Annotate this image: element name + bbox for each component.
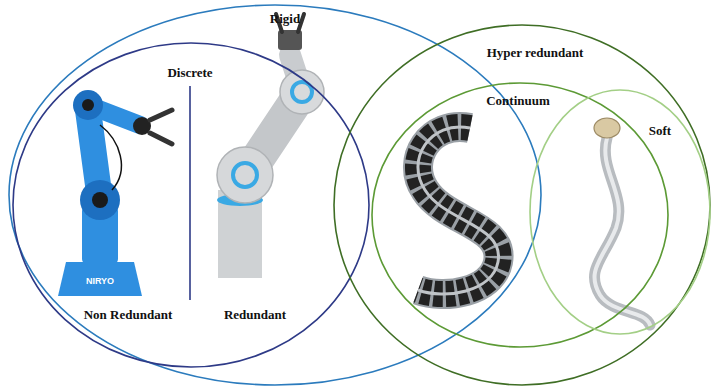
continuum-backbone	[418, 127, 499, 294]
gripper-finger	[298, 14, 304, 32]
niryo-robot	[58, 90, 172, 296]
region-label: Continuum	[486, 93, 550, 108]
soft-robot	[594, 118, 650, 325]
set-region: Hyper redundantContinuumSoft	[331, 22, 713, 387]
gripper-finger	[276, 14, 282, 32]
continuum-rod	[418, 127, 499, 294]
soft-body	[594, 138, 650, 325]
region-outline-canvas	[331, 22, 713, 387]
continuum-robot	[418, 127, 499, 294]
robot-base	[58, 262, 142, 296]
cobot-elbow	[280, 70, 324, 114]
robot-elbow	[73, 90, 103, 120]
region-outline-canvas	[527, 87, 713, 337]
region-label: Soft	[649, 123, 671, 138]
set-region: RigidDiscrete	[6, 2, 544, 387]
robot-cable	[100, 125, 121, 190]
region-outline	[334, 25, 710, 385]
region-outline-canvas	[369, 80, 671, 350]
continuum-segments	[418, 127, 499, 294]
set-region: ContinuumSoft	[369, 80, 671, 350]
region-outline	[9, 5, 541, 385]
cobot-shoulder	[217, 147, 273, 203]
robot-joint	[82, 99, 94, 111]
region-outline-canvas	[10, 40, 372, 370]
brand-label: NIRYO	[86, 276, 114, 287]
gripper-finger	[150, 110, 172, 120]
robot-joint	[92, 192, 108, 208]
cobot-robot	[217, 14, 324, 278]
cobot-ring	[233, 163, 257, 187]
region-outline-canvas	[6, 2, 544, 387]
region-label: Rigid	[270, 11, 300, 26]
category-label: Redundant	[224, 307, 286, 322]
gripper-finger	[150, 133, 172, 144]
soft-highlight	[594, 138, 650, 325]
robot-shoulder	[80, 180, 120, 220]
set-region: Discrete	[10, 40, 372, 370]
region-label: Discrete	[167, 65, 212, 80]
cobot-ring	[292, 82, 312, 102]
set-region: Soft	[527, 87, 713, 337]
category-label: Non Redundant	[84, 307, 173, 322]
divider-line	[189, 86, 191, 300]
region-outline	[372, 83, 668, 347]
region-outline	[530, 90, 710, 334]
region-label: Hyper redundant	[487, 45, 584, 60]
region-outline	[13, 43, 369, 367]
soft-head	[594, 118, 620, 138]
